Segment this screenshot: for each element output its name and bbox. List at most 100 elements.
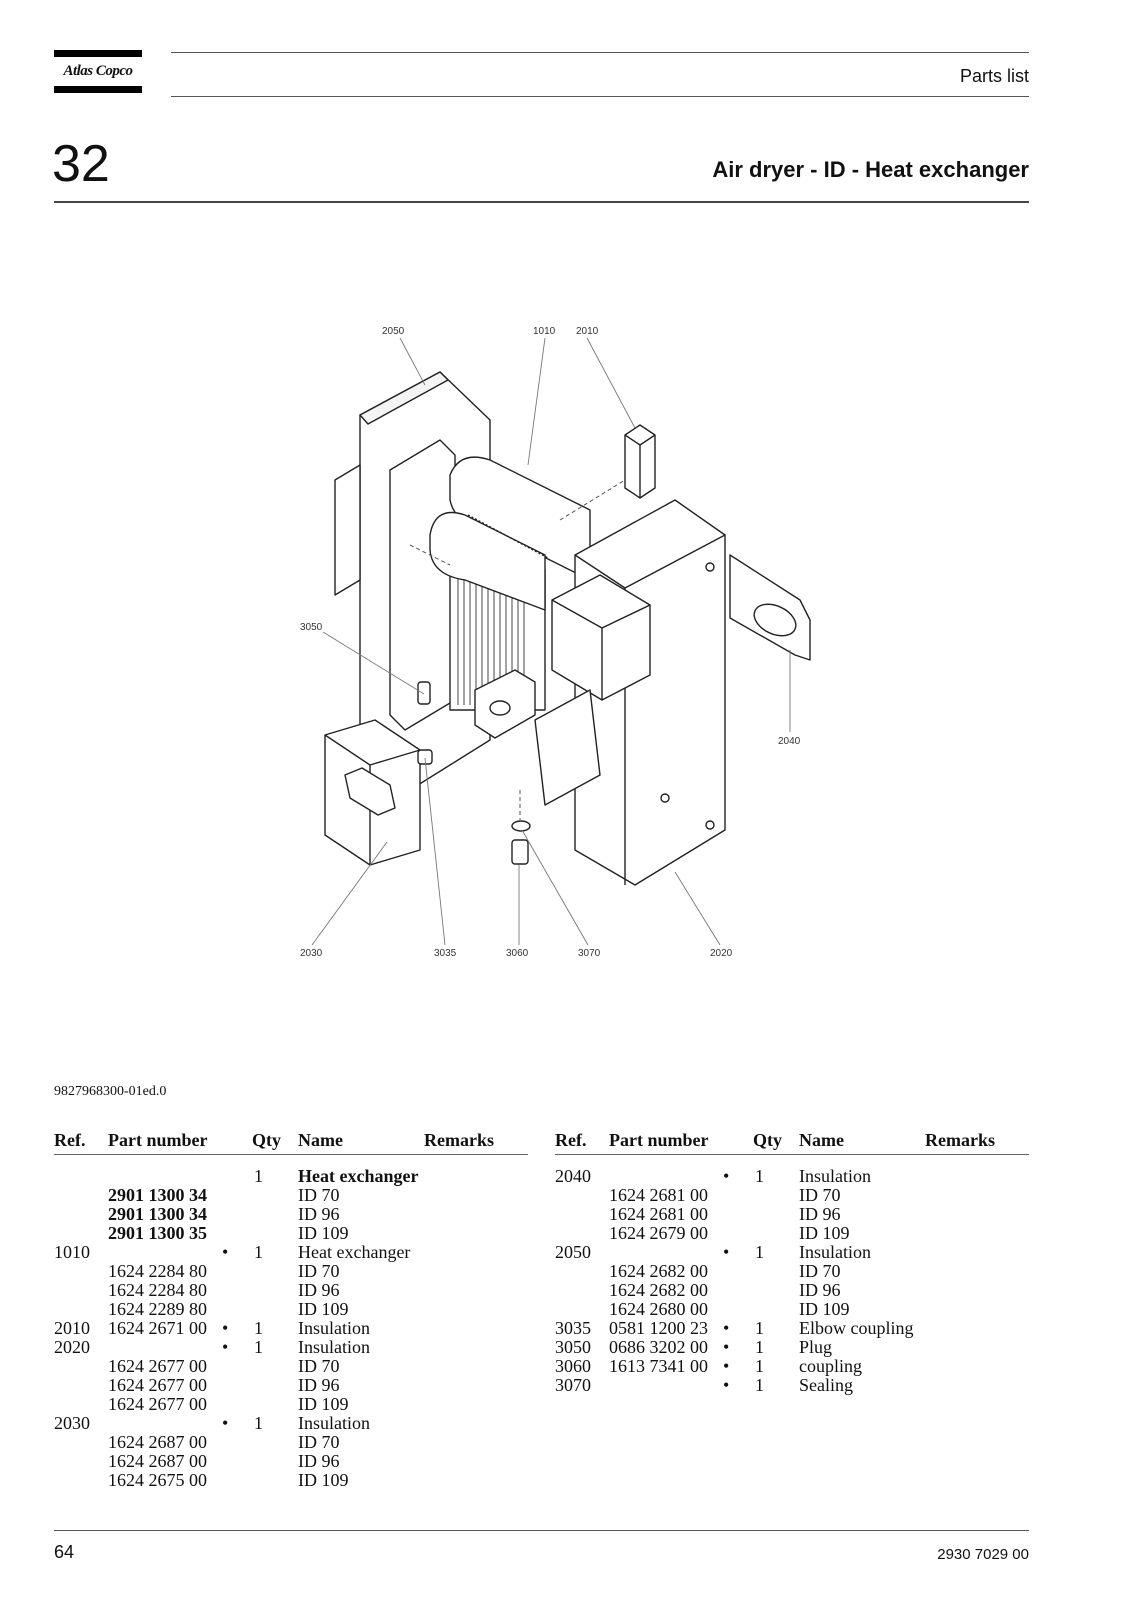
cell-part-number: 1624 2682 00 <box>609 1280 708 1300</box>
cell-part-number: 1624 2681 00 <box>609 1204 708 1224</box>
atlas-copco-logo: Atlas Copco <box>54 50 142 93</box>
cell-name: ID 96 <box>799 1204 841 1224</box>
header-remarks: Remarks <box>925 1130 995 1150</box>
cell-name: coupling <box>799 1356 862 1376</box>
cell-part-number: 1624 2680 00 <box>609 1299 708 1319</box>
callout-label: 3070 <box>578 948 601 959</box>
cell-part-number: 1624 2677 00 <box>108 1394 207 1414</box>
footer-rule <box>54 1530 1029 1531</box>
cell-name: ID 109 <box>298 1394 349 1414</box>
cell-name: ID 70 <box>298 1432 340 1452</box>
header-rule-bottom <box>171 96 1029 97</box>
cell-part-number: 1624 2289 80 <box>108 1299 207 1319</box>
cell-part-number: 2901 1300 34 <box>108 1204 207 1224</box>
section-title: Air dryer - ID - Heat exchanger <box>712 157 1029 182</box>
cell-marker: • <box>222 1337 229 1357</box>
cell-name: ID 109 <box>298 1470 349 1490</box>
cell-name: Heat exchanger <box>298 1242 411 1262</box>
cell-part-number: 1624 2681 00 <box>609 1185 708 1205</box>
cell-qty: 1 <box>254 1318 263 1338</box>
table-row: 1624 2677 00 ID 96 <box>54 1376 528 1395</box>
cell-name: Insulation <box>799 1242 871 1262</box>
cell-marker: • <box>222 1413 229 1433</box>
header-qty: Qty <box>753 1130 782 1150</box>
table-header: Ref. Part number Qty Name Remarks <box>555 1130 1029 1155</box>
callout-label: 1010 <box>533 326 556 337</box>
header-name: Name <box>799 1130 844 1150</box>
cell-ref: 2010 <box>54 1318 90 1338</box>
cell-part-number: 1624 2679 00 <box>609 1223 708 1243</box>
cell-marker: • <box>723 1356 730 1376</box>
cell-qty: 1 <box>755 1337 764 1357</box>
cell-name: ID 70 <box>799 1185 841 1205</box>
cell-part-number: 1624 2671 00 <box>108 1318 207 1338</box>
table-row: 1624 2681 00 ID 96 <box>555 1205 1029 1224</box>
cell-ref: 3050 <box>555 1337 591 1357</box>
cell-part-number: 1624 2677 00 <box>108 1375 207 1395</box>
cell-name: ID 70 <box>799 1261 841 1281</box>
callout-label: 3050 <box>300 622 323 633</box>
callout-label: 3060 <box>506 948 529 959</box>
callout-label: 2010 <box>576 326 599 337</box>
cell-part-number: 0686 3202 00 <box>609 1337 708 1357</box>
table-row: 1624 2677 00 ID 70 <box>54 1357 528 1376</box>
cell-part-number: 1624 2284 80 <box>108 1280 207 1300</box>
cell-part-number: 1624 2677 00 <box>108 1356 207 1376</box>
table-row: 1624 2682 00 ID 96 <box>555 1281 1029 1300</box>
cell-part-number: 1613 7341 00 <box>609 1356 708 1376</box>
cell-marker: • <box>723 1337 730 1357</box>
table-row: 2901 1300 34 ID 70 <box>54 1186 528 1205</box>
cell-name: ID 70 <box>298 1185 340 1205</box>
header-part-number: Part number <box>609 1130 709 1150</box>
document-number: 2930 7029 00 <box>937 1546 1029 1563</box>
table-header: Ref. Part number Qty Name Remarks <box>54 1130 528 1155</box>
table-row: 1624 2679 00 ID 109 <box>555 1224 1029 1243</box>
cell-qty: 1 <box>755 1166 764 1186</box>
cell-ref: 1010 <box>54 1242 90 1262</box>
cell-name: ID 96 <box>298 1375 340 1395</box>
cell-part-number: 1624 2682 00 <box>609 1261 708 1281</box>
cell-name: ID 96 <box>799 1280 841 1300</box>
callout-label: 2050 <box>382 326 405 337</box>
cell-name: ID 70 <box>298 1261 340 1281</box>
cell-part-number: 2901 1300 34 <box>108 1185 207 1205</box>
cell-qty: 1 <box>254 1166 263 1186</box>
cell-marker: • <box>723 1318 730 1338</box>
header-ref: Ref. <box>555 1130 587 1150</box>
cell-name: Insulation <box>298 1337 370 1357</box>
cell-marker: • <box>723 1375 730 1395</box>
cell-part-number: 1624 2284 80 <box>108 1261 207 1281</box>
cell-qty: 1 <box>254 1242 263 1262</box>
cell-ref: 3070 <box>555 1375 591 1395</box>
cell-name: ID 109 <box>799 1299 850 1319</box>
header-qty: Qty <box>252 1130 281 1150</box>
cell-marker: • <box>222 1318 229 1338</box>
cell-ref: 3060 <box>555 1356 591 1376</box>
cell-ref: 2050 <box>555 1242 591 1262</box>
document-id: 9827968300-01ed.0 <box>54 1084 167 1099</box>
cell-name: ID 109 <box>799 1223 850 1243</box>
section-rule <box>54 201 1029 203</box>
cell-name: Elbow coupling <box>799 1318 914 1338</box>
cell-name: ID 109 <box>298 1299 349 1319</box>
page-number: 64 <box>54 1542 75 1562</box>
cell-name: Insulation <box>799 1166 871 1186</box>
cell-name: ID 70 <box>298 1356 340 1376</box>
